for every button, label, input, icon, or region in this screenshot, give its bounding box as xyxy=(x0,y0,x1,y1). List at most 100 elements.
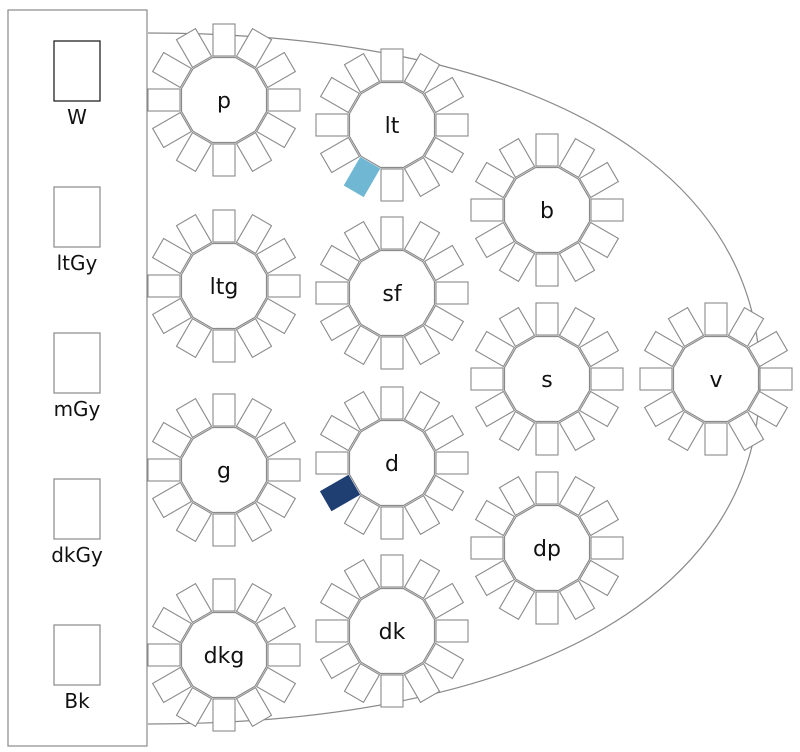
chair xyxy=(212,209,236,243)
chair xyxy=(435,281,469,305)
table-group: p xyxy=(147,23,301,177)
chair xyxy=(380,506,404,540)
chair xyxy=(380,216,404,250)
chair xyxy=(535,591,559,625)
chair xyxy=(319,414,361,452)
chair xyxy=(212,23,236,57)
table-top xyxy=(503,504,591,592)
chair xyxy=(558,306,596,348)
table-top xyxy=(503,166,591,254)
chair xyxy=(578,330,620,368)
chair xyxy=(403,662,441,704)
chair xyxy=(535,133,559,167)
chair xyxy=(578,221,620,259)
chair xyxy=(175,501,213,543)
table-label: lt xyxy=(385,114,400,139)
chair xyxy=(343,558,381,600)
table-label: dp xyxy=(533,537,561,562)
chair xyxy=(343,324,381,366)
chair xyxy=(558,241,596,283)
chair xyxy=(343,52,381,94)
chair xyxy=(212,578,236,612)
chair xyxy=(255,421,297,459)
chair xyxy=(235,501,273,543)
legend-label: dkGy xyxy=(51,543,103,567)
chair xyxy=(255,481,297,519)
chair xyxy=(498,137,536,179)
chair xyxy=(267,458,301,482)
chair xyxy=(175,213,213,255)
table-label: g xyxy=(217,459,231,484)
chair xyxy=(175,397,213,439)
chair xyxy=(212,513,236,547)
chair xyxy=(535,253,559,287)
table-group: v xyxy=(639,302,793,456)
chair xyxy=(578,161,620,199)
table-group: sf xyxy=(315,216,469,370)
chair xyxy=(319,76,361,114)
table-label: v xyxy=(709,368,722,393)
legend-label: ltGy xyxy=(57,251,98,275)
chair xyxy=(643,390,685,428)
table-top xyxy=(180,242,268,330)
chair xyxy=(403,220,441,262)
chair xyxy=(343,220,381,262)
chair xyxy=(535,422,559,456)
chair xyxy=(319,642,361,680)
chair xyxy=(578,390,620,428)
chair xyxy=(343,662,381,704)
chair xyxy=(747,390,789,428)
chair xyxy=(578,499,620,537)
chair xyxy=(212,698,236,732)
chair xyxy=(470,198,504,222)
table-label: dk xyxy=(379,620,406,645)
chair xyxy=(474,499,516,537)
table-group: b xyxy=(470,133,624,287)
chair xyxy=(403,494,441,536)
table-top xyxy=(180,426,268,514)
chair xyxy=(474,161,516,199)
chair xyxy=(319,244,361,282)
chair xyxy=(498,241,536,283)
chair xyxy=(403,52,441,94)
table-top xyxy=(348,249,436,337)
chair xyxy=(315,451,349,475)
chair xyxy=(590,367,624,391)
chair xyxy=(175,686,213,728)
chair xyxy=(343,494,381,536)
chair xyxy=(727,306,765,348)
chair xyxy=(474,390,516,428)
table-top xyxy=(180,611,268,699)
table-group: d xyxy=(315,386,469,540)
table-group: g xyxy=(147,393,301,547)
chair xyxy=(235,397,273,439)
table-group: s xyxy=(470,302,624,456)
chair xyxy=(315,113,349,137)
legend-swatch xyxy=(53,624,101,686)
chair xyxy=(704,302,728,336)
chair xyxy=(403,390,441,432)
chair xyxy=(403,558,441,600)
chair xyxy=(498,579,536,621)
chair xyxy=(704,422,728,456)
chair xyxy=(535,302,559,336)
table-label: dkg xyxy=(204,644,245,669)
chair xyxy=(255,51,297,89)
chair xyxy=(267,643,301,667)
chair xyxy=(423,414,465,452)
chair xyxy=(319,136,361,174)
chair xyxy=(151,481,193,519)
chair xyxy=(423,474,465,512)
chair xyxy=(423,244,465,282)
chair xyxy=(235,317,273,359)
chair xyxy=(235,27,273,69)
table-label: sf xyxy=(382,282,402,307)
chair xyxy=(558,410,596,452)
table-top xyxy=(503,335,591,423)
table-label: s xyxy=(541,368,552,393)
chair xyxy=(151,606,193,644)
table-label: d xyxy=(385,452,399,477)
chair xyxy=(423,582,465,620)
